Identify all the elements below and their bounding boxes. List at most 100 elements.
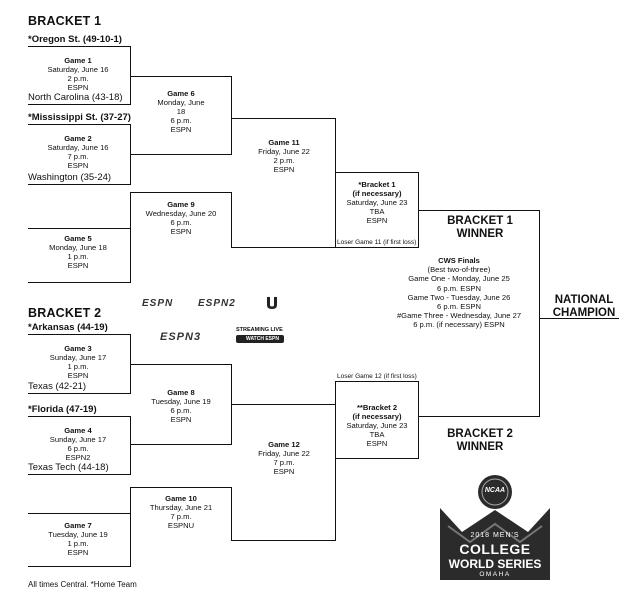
line [28, 228, 131, 230]
bracket-2-winner-l2: WINNER [456, 441, 504, 453]
game-7-tv: ESPN [67, 548, 89, 557]
game-6-date: Monday, June [157, 98, 205, 107]
game-9: Game 9 Wednesday, June 20 6 p.m. ESPN [133, 200, 229, 236]
line [335, 118, 337, 248]
finals-game2-time: 6 p.m. ESPN [437, 302, 481, 312]
game-5-title: Game 5 [64, 234, 92, 243]
game-3-tv: ESPN [67, 371, 89, 380]
game-8-date: Tuesday, June 19 [151, 397, 211, 406]
champion-l2: CHAMPION [552, 307, 616, 319]
bracket-2-title: BRACKET 2 [28, 306, 102, 320]
line [130, 444, 232, 446]
game-10-time: 7 p.m. [170, 512, 192, 521]
cws-year: 2018 MEN'S [470, 532, 520, 539]
game-9-date: Wednesday, June 20 [145, 209, 217, 218]
line [130, 192, 232, 194]
bracket-1-game: *Bracket 1 (if necessary) Saturday, June… [337, 180, 417, 225]
game-4: Game 4 Sunday, June 17 6 p.m. ESPN2 [28, 426, 128, 462]
bracket-1-game-time: TBA [369, 207, 385, 216]
line [28, 474, 131, 476]
game-4-time: 6 p.m. [67, 444, 89, 453]
line [130, 154, 232, 156]
bracket-2-game-date: Saturday, June 23 [346, 421, 408, 430]
line [539, 210, 541, 417]
game-3: Game 3 Sunday, June 17 1 p.m. ESPN [28, 344, 128, 380]
game-4-tv: ESPN2 [65, 453, 91, 462]
game-7-time: 1 p.m. [67, 539, 89, 548]
streaming-live-label: STREAMING LIVE [236, 327, 283, 333]
game-1-tv: ESPN [67, 83, 89, 92]
line [28, 566, 131, 568]
line [130, 76, 232, 78]
finals-game2: Game Two - Tuesday, June 26 [407, 292, 511, 302]
line [231, 247, 336, 249]
game-12-tv: ESPN [273, 467, 295, 476]
game-2-tv: ESPN [67, 161, 89, 170]
game-8-tv: ESPN [170, 415, 192, 424]
game-7-title: Game 7 [64, 521, 92, 530]
game-1-date: Saturday, June 16 [47, 65, 109, 74]
finals-game3: #Game Three - Wednesday, June 27 [396, 311, 522, 321]
bracket-2-game-title: **Bracket 2 [356, 403, 398, 412]
game-4-date: Sunday, June 17 [49, 435, 107, 444]
cws-college: COLLEGE [459, 541, 531, 557]
ncaa-text: NCAA [484, 487, 506, 494]
bracket-1-title: BRACKET 1 [28, 14, 102, 28]
cws-omaha: OMAHA [479, 571, 511, 578]
game-9-tv: ESPN [170, 227, 192, 236]
game-1-title: Game 1 [64, 56, 92, 65]
line [231, 118, 336, 120]
bracket-1-game-tv: ESPN [366, 216, 388, 225]
game-10-date: Thursday, June 21 [149, 503, 213, 512]
bracket-2-winner-l1: BRACKET 2 [447, 428, 513, 440]
game-8: Game 8 Tuesday, June 19 6 p.m. ESPN [133, 388, 229, 424]
line [28, 46, 131, 48]
cws-logo: NCAA 2018 MEN'S COLLEGE WORLD SERIES OMA… [420, 470, 570, 594]
line [418, 416, 540, 418]
national-champion: NATIONAL CHAMPION [541, 294, 627, 320]
line [28, 104, 131, 106]
cws-world-series: WORLD SERIES [448, 557, 542, 571]
espn-logo: ESPN [142, 298, 174, 309]
game-8-title: Game 8 [167, 388, 195, 397]
team-oregon: *Oregon St. (49-10-1) [28, 34, 122, 45]
game-3-date: Sunday, June 17 [49, 353, 107, 362]
game-2-time: 7 p.m. [67, 152, 89, 161]
game-12-time: 7 p.m. [273, 458, 295, 467]
loser-game-12: Loser Game 12 (if first loss) [337, 373, 417, 380]
finals-format: (Best two-of-three) [427, 265, 491, 275]
game-5: Game 5 Monday, June 18 1 p.m. ESPN [28, 234, 128, 270]
game-11-title: Game 11 [268, 138, 300, 147]
line [335, 458, 419, 460]
game-5-date: Monday, June 18 [49, 243, 107, 252]
line [130, 364, 232, 366]
line [28, 282, 131, 284]
watch-espn-icon: WATCH ESPN [236, 335, 284, 343]
bracket-1-game-title: *Bracket 1 [358, 180, 396, 189]
game-3-time: 1 p.m. [67, 362, 89, 371]
team-unc: North Carolina (43-18) [28, 92, 123, 103]
finals-game1: Game One - Monday, June 25 [408, 274, 510, 284]
line [130, 487, 132, 567]
game-11: Game 11 Friday, June 22 2 p.m. ESPN [234, 138, 334, 174]
bracket-2-game-time: TBA [369, 430, 385, 439]
line [335, 172, 419, 174]
game-12-title: Game 12 [268, 440, 300, 449]
finals-game1-time: 6 p.m. ESPN [437, 283, 481, 293]
line [231, 487, 233, 541]
game-3-title: Game 3 [64, 344, 92, 353]
line [231, 540, 336, 542]
line [130, 416, 132, 475]
team-texas: Texas (42-21) [28, 381, 87, 392]
bracket-2-winner: BRACKET 2 WINNER [430, 428, 530, 454]
bracket-2-game-tv: ESPN [366, 439, 388, 448]
line [231, 76, 233, 155]
line [335, 247, 419, 249]
watch-espn-label: WATCH ESPN [246, 335, 279, 342]
line [28, 393, 131, 395]
line [28, 334, 131, 336]
line [539, 318, 619, 320]
line [335, 381, 337, 541]
line [130, 46, 132, 105]
game-10-tv: ESPNU [167, 521, 195, 530]
